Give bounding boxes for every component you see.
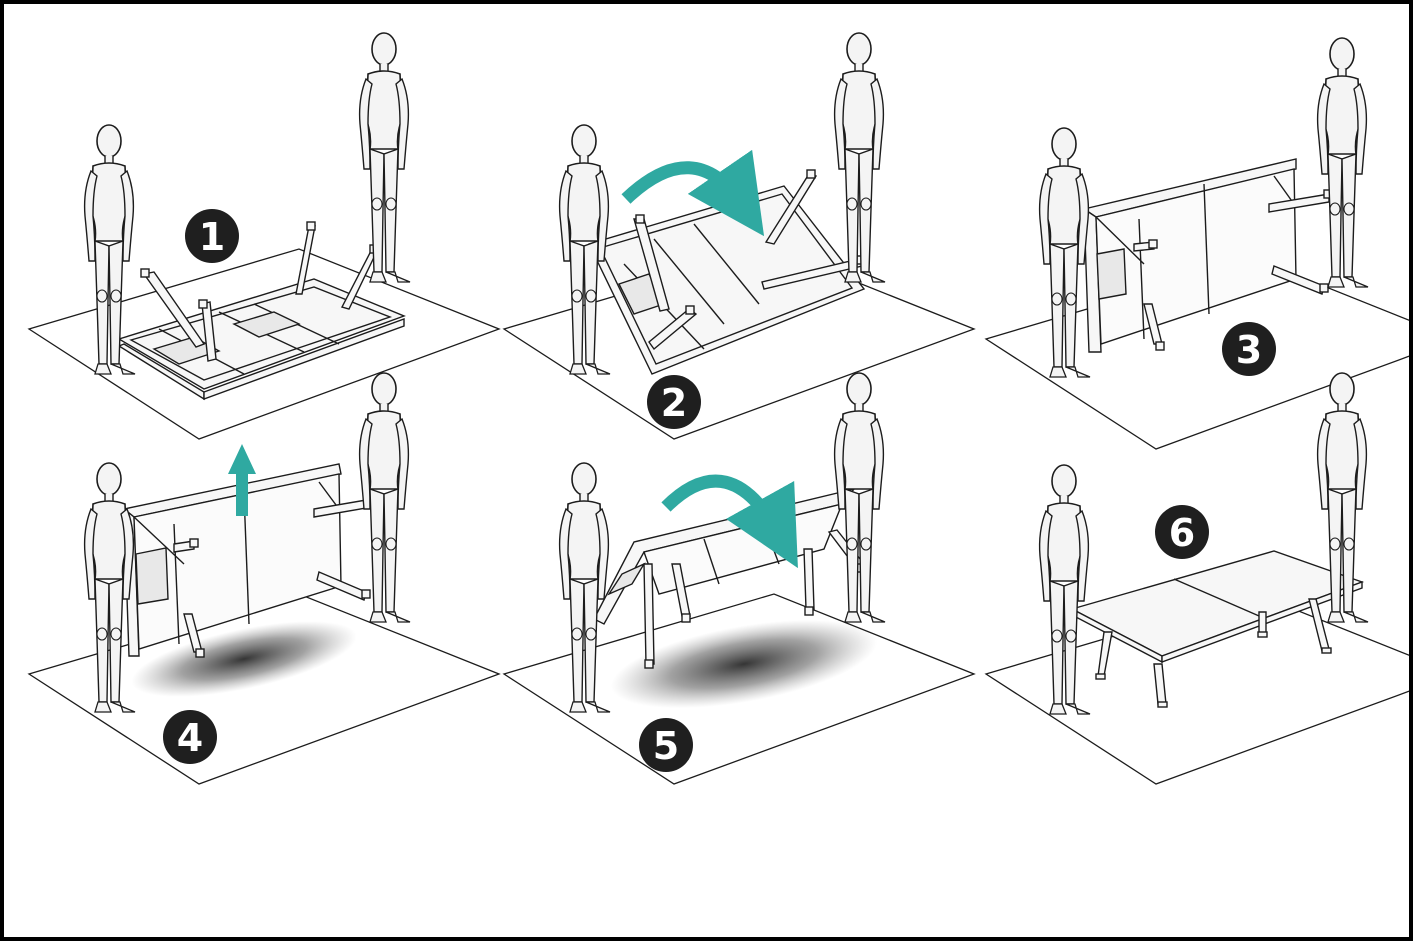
person-right <box>833 372 886 623</box>
step-3-panel: 3 <box>985 37 1409 450</box>
person-right <box>358 372 411 623</box>
step-badge-circle <box>1155 505 1209 559</box>
step-4-panel: 4 <box>28 372 500 785</box>
step-6-panel: 6 <box>985 372 1409 785</box>
table-lifted <box>122 463 379 658</box>
table-tilting <box>588 169 866 375</box>
table-upside-down <box>117 221 406 401</box>
person-left <box>1038 464 1091 715</box>
assembly-diagram: 1 2 <box>28 32 1409 785</box>
person-right <box>833 32 886 283</box>
step-badge-3: 3 <box>1222 322 1276 376</box>
person-right <box>358 32 411 283</box>
step-number-2: 2 <box>661 381 687 425</box>
table-upright <box>1070 550 1365 708</box>
step-number-4: 4 <box>177 716 203 760</box>
step-number-6: 6 <box>1169 511 1195 555</box>
rotate-arrow <box>661 474 798 569</box>
step-badge-1: 1 <box>185 209 239 263</box>
step-badge-circle <box>647 375 701 429</box>
lift-arrow <box>228 444 256 516</box>
step-5-panel: 5 <box>503 372 975 785</box>
table-on-side <box>1082 158 1333 353</box>
step-badge-circle <box>1222 322 1276 376</box>
step-number-3: 3 <box>1236 328 1262 372</box>
step-badge-circle <box>163 710 217 764</box>
step-badge-circle <box>185 209 239 263</box>
rotate-arrow <box>621 149 765 237</box>
step-badge-4: 4 <box>163 710 217 764</box>
table-shadow <box>610 619 878 709</box>
step-number-5: 5 <box>653 724 679 768</box>
step-badge-circle <box>639 718 693 772</box>
step-number-1: 1 <box>199 215 225 259</box>
step-2-panel: 2 <box>503 32 975 440</box>
person-left <box>558 124 611 375</box>
step-badge-6: 6 <box>1155 505 1209 559</box>
step-badge-2: 2 <box>647 375 701 429</box>
step-1-panel: 1 <box>28 32 500 440</box>
person-right <box>1316 37 1369 288</box>
person-left <box>558 462 611 713</box>
step-badge-5: 5 <box>639 718 693 772</box>
person-left <box>83 462 136 713</box>
person-left <box>1038 127 1091 378</box>
table-shadow <box>131 621 357 697</box>
